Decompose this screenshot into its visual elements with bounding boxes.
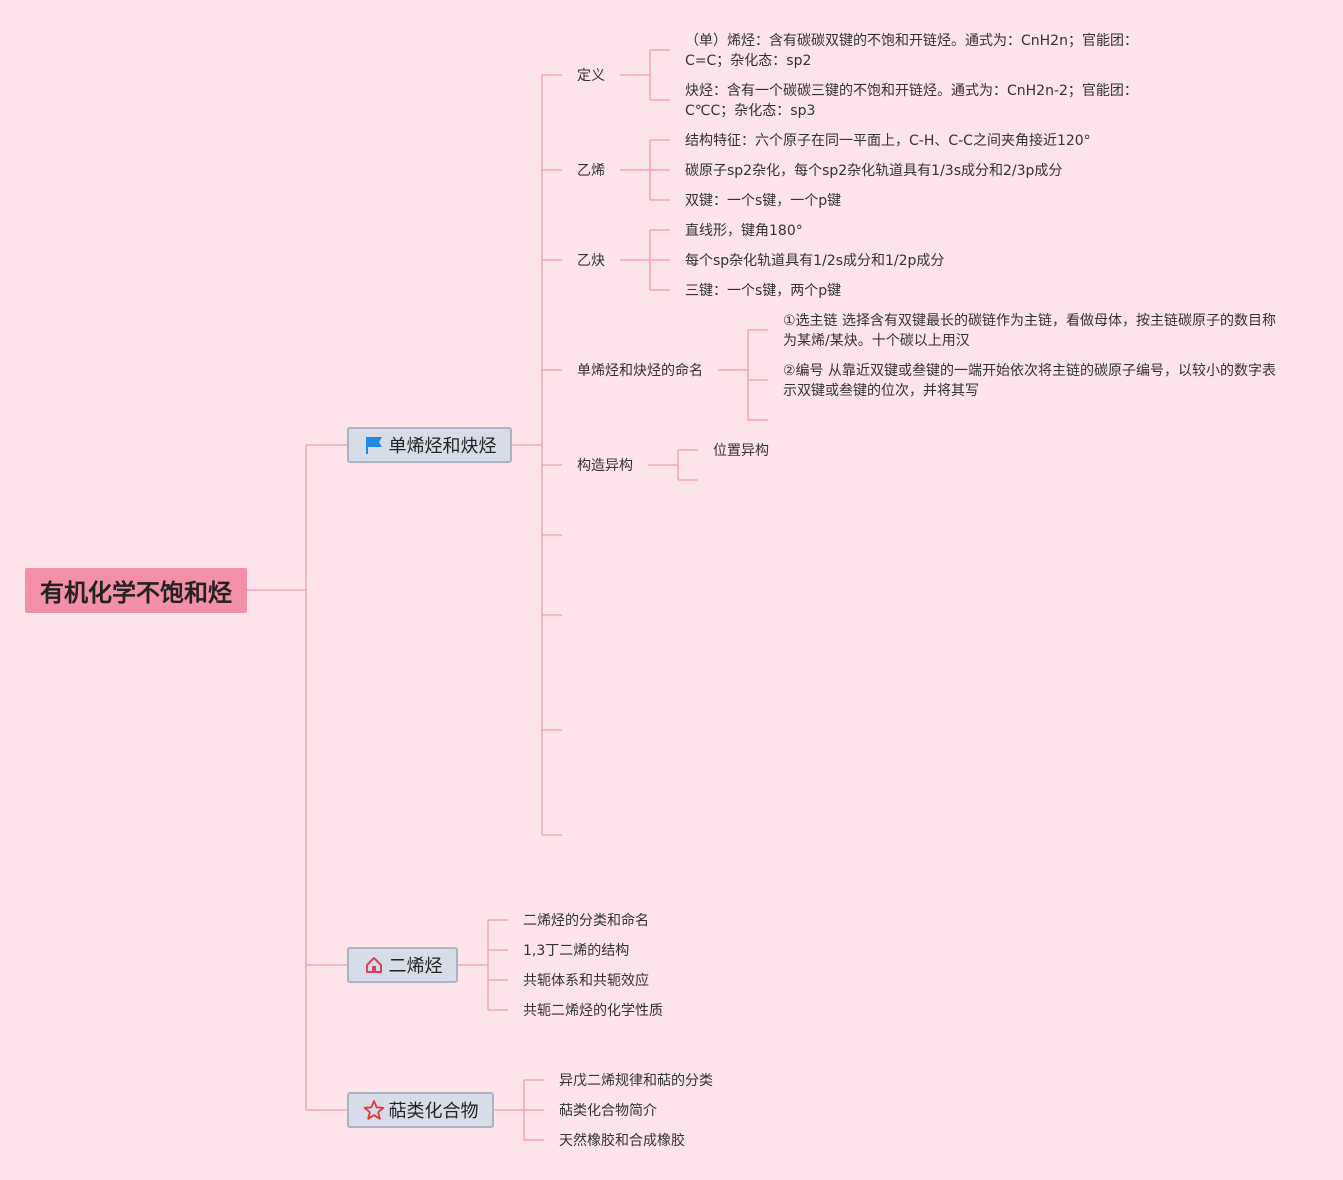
leaf-ethylene-bond[interactable]: 双键：一个s键，一个p键: [685, 193, 842, 209]
leaf-acetylene-bond[interactable]: 三键：一个s键，两个p键: [685, 283, 842, 299]
flag-icon: [363, 434, 385, 456]
leaf-ethylene-structure[interactable]: 结构特征：六个原子在同一平面上，C-H、C-C之间夹角接近120°: [685, 133, 1091, 149]
leaf-terpene-intro[interactable]: 萜类化合物简介: [559, 1103, 657, 1119]
home-icon: [363, 954, 385, 976]
leaf-isoprene-rule[interactable]: 异戊二烯规律和萜的分类: [559, 1073, 713, 1089]
leaf-rubber[interactable]: 天然橡胶和合成橡胶: [559, 1133, 685, 1149]
leaf-naming-numbering[interactable]: ②编号 从靠近双键或叁键的一端开始依次将主链的碳原子编号，以较小的数字表示双键或…: [783, 363, 1276, 399]
subtopic-acetylene[interactable]: 乙炔: [577, 253, 605, 269]
branch-label: 单烯烃和炔烃: [388, 436, 497, 457]
leaf-diene-classification[interactable]: 二烯烃的分类和命名: [523, 913, 649, 929]
leaf-position-isomer[interactable]: 位置异构: [713, 443, 769, 459]
branch-monoene-alkyne[interactable]: 单烯烃和炔烃: [347, 427, 512, 463]
leaf-conjugation[interactable]: 共轭体系和共轭效应: [523, 973, 649, 989]
root-topic[interactable]: 有机化学不饱和烃: [25, 568, 247, 613]
subtopic-definition[interactable]: 定义: [577, 68, 605, 84]
subtopic-ethylene[interactable]: 乙烯: [577, 163, 605, 179]
leaf-ethylene-hybrid[interactable]: 碳原子sp2杂化，每个sp2杂化轨道具有1/3s成分和2/3p成分: [685, 163, 1063, 179]
leaf-alkyne-definition[interactable]: 炔烃：含有一个碳碳三键的不饱和开链烃。通式为：CnH2n-2；官能团：C℃C；杂…: [685, 83, 1138, 119]
leaf-naming-main-chain[interactable]: ①选主链 选择含有双键最长的碳链作为主链，看做母体，按主链碳原子的数目称为某烯/…: [783, 313, 1276, 349]
branch-label: 二烯烃: [388, 956, 443, 977]
branch-label: 萜类化合物: [388, 1101, 479, 1122]
branch-terpenes[interactable]: 萜类化合物: [347, 1092, 494, 1128]
branch-diene[interactable]: 二烯烃: [347, 947, 458, 983]
leaf-alkene-definition[interactable]: （单）烯烃：含有碳碳双键的不饱和开链烃。通式为：CnH2n；官能团：C=C；杂化…: [685, 33, 1138, 69]
subtopic-naming[interactable]: 单烯烃和炔烃的命名: [577, 363, 703, 379]
leaf-diene-chemistry[interactable]: 共轭二烯烃的化学性质: [523, 1003, 663, 1019]
leaf-acetylene-shape[interactable]: 直线形，键角180°: [685, 223, 803, 239]
leaf-acetylene-hybrid[interactable]: 每个sp杂化轨道具有1/2s成分和1/2p成分: [685, 253, 945, 269]
star-icon: [363, 1099, 385, 1121]
subtopic-constitutional-isomer[interactable]: 构造异构: [577, 458, 633, 474]
root-topic-label: 有机化学不饱和烃: [40, 579, 232, 607]
leaf-butadiene-structure[interactable]: 1,3丁二烯的结构: [523, 943, 630, 959]
